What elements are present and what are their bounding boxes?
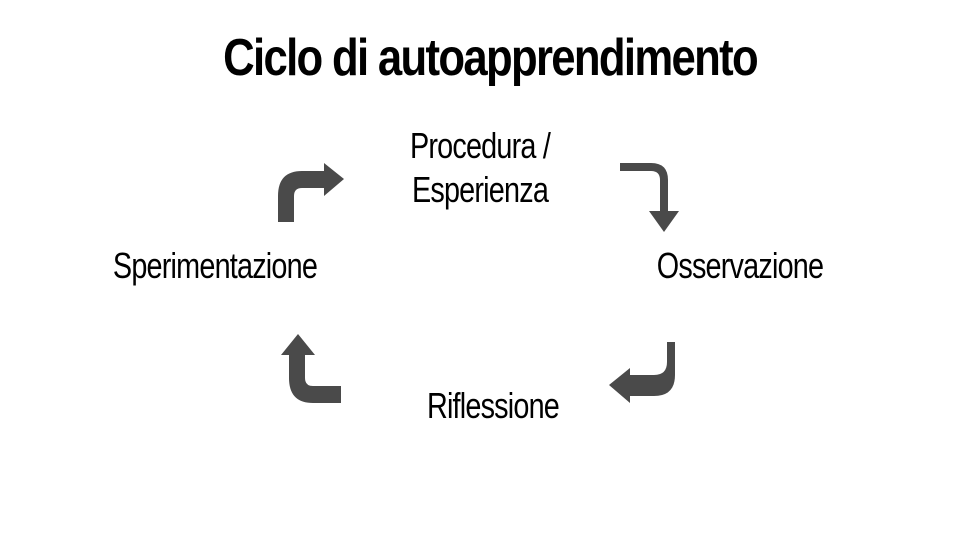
arrow-top-left-icon [278, 163, 344, 222]
step-procedura-esperienza: Procedura / Esperienza [384, 124, 576, 212]
arrow-bottom-left-icon [281, 334, 341, 403]
step-osservazione: Osservazione [656, 245, 824, 286]
step-sperimentazione: Sperimentazione [112, 245, 318, 286]
diagram-title: Ciclo di autoapprendimento [223, 29, 759, 87]
step-procedura-line1: Procedura / [409, 125, 551, 166]
step-procedura-line2: Esperienza [411, 169, 549, 210]
arrow-bottom-right-icon [609, 342, 675, 403]
arrow-top-right-icon [620, 163, 679, 232]
step-riflessione: Riflessione [426, 385, 560, 426]
